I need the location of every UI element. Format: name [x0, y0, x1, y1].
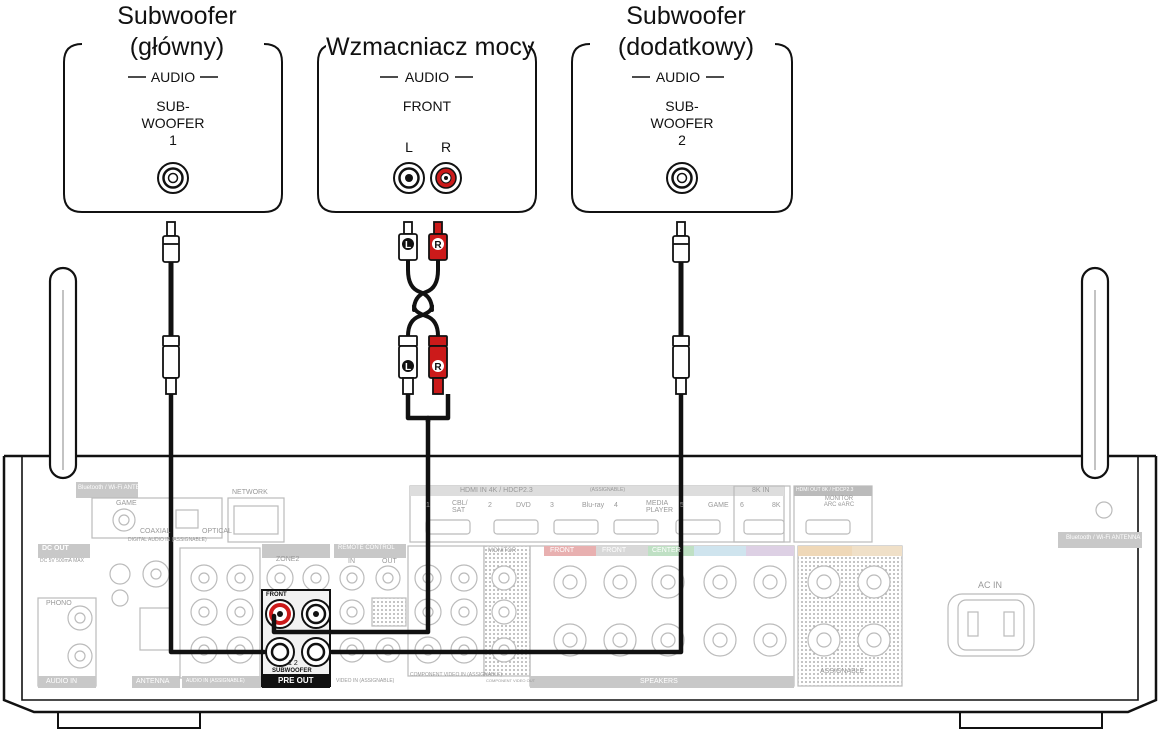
subwoofer-extra-jack-label: SUB- WOOFER 2: [632, 98, 732, 149]
label-optical: OPTICAL: [202, 528, 232, 535]
label-hdmi-4: 4: [614, 502, 618, 509]
sub2-label-line2: WOOFER: [650, 115, 714, 131]
label-hdmi-port-3: Blu-ray: [582, 502, 605, 509]
power-amp-right-jack: [430, 162, 462, 194]
label-hdmi-port-1: CBL/ SAT: [452, 500, 468, 514]
plug-letter-right-bottom: R: [434, 362, 442, 373]
label-component-video-out: COMPONENT VIDEO OUT: [486, 678, 536, 683]
subwoofer-extra-jack: [666, 162, 698, 194]
label-hdmi-out: HDMI OUT 8K / HDCP2.3: [796, 487, 854, 493]
subwoofer-extra-audio-label: AUDIO: [655, 69, 701, 85]
label-hdmi-2: 2: [488, 502, 492, 509]
label-remote-out: OUT: [382, 558, 397, 565]
label-hdmi-6: 6: [740, 502, 744, 509]
label-hdmi-5: 5: [680, 502, 684, 509]
label-monitor: MONITOR: [488, 548, 517, 554]
label-hdmi-in: HDMI IN 4K / HDCP2.3: [460, 487, 533, 494]
subwoofer-extra-title-line2: (dodatkowy): [617, 33, 755, 61]
label-component-video-in: COMPONENT VIDEO IN (ASSIGNABLE): [410, 672, 503, 678]
subwoofer-main-device: [63, 43, 283, 213]
antenna-left: [48, 266, 78, 480]
plug-front-right-top: [428, 221, 448, 261]
subwoofer-extra-title-line1: Subwoofer: [626, 2, 746, 30]
pre-out-subwoofer2-jack: [301, 637, 331, 667]
plug-sub2-bottom: [672, 335, 690, 395]
antenna-right: [1080, 266, 1110, 480]
label-sub-nums: 1 2: [288, 660, 298, 667]
label-dc-out: DC OUT: [42, 545, 69, 552]
power-amp-jack-label: FRONT: [402, 98, 452, 114]
label-remote-in: IN: [348, 558, 355, 565]
label-antenna-right: Bluetooth / Wi-Fi ANTENNA: [1066, 535, 1141, 541]
label-antenna: ANTENNA: [136, 678, 170, 685]
label-spk-center: CENTER: [652, 547, 681, 554]
label-hdmi-3: 3: [550, 502, 554, 509]
plug-letter-right-top: R: [434, 240, 442, 251]
label-pre-out-front: FRONT: [266, 592, 287, 598]
subwoofer-extra-device: [571, 43, 793, 213]
label-pre-out: PRE OUT: [278, 676, 314, 685]
subwoofer-main-audio-label: AUDIO: [150, 69, 196, 85]
subwoofer-main-title-line1: Subwoofer: [117, 2, 237, 30]
cable-subwoofer-1: [168, 259, 267, 655]
label-game: GAME: [116, 500, 137, 507]
plug-letter-left-bottom: L: [404, 362, 412, 373]
label-dc-out-sub: DC 5V 500mA MAX: [40, 558, 84, 564]
subwoofer-main-title: Subwoofer (główny): [103, 1, 251, 63]
subwoofer-extra-title: Subwoofer (dodatkowy): [597, 1, 775, 63]
label-audio-in: AUDIO IN: [46, 678, 78, 685]
label-coaxial: COAXIAL: [140, 528, 171, 535]
subwoofer-main-title-line2: (główny): [129, 33, 225, 61]
label-speakers: SPEAKERS: [640, 678, 678, 685]
plug-front-left-top: [398, 221, 418, 261]
power-amp-left-jack: [393, 162, 425, 194]
sub2-label-line3: 2: [678, 132, 686, 148]
power-amp-audio-label: AUDIO: [404, 69, 450, 85]
label-zone2: ZONE2: [276, 556, 300, 563]
label-subwoofer: SUBWOOFER: [272, 668, 312, 674]
pre-out-front-left-jack: [265, 599, 295, 629]
plug-sub1-top: [162, 221, 180, 263]
label-remote-control: REMOTE CONTROL: [338, 545, 395, 551]
sub1-label-line1: SUB-: [156, 98, 190, 114]
label-8k-in: 8K IN: [752, 487, 770, 494]
label-audio-in-assignable: AUDIO IN (ASSIGNABLE): [186, 678, 245, 684]
label-ac-in: AC IN: [978, 580, 1003, 590]
cable-front-stereo: [271, 258, 440, 635]
label-spk-front: FRONT: [550, 547, 575, 554]
label-8k-port: 8K: [772, 502, 781, 509]
cable-subwoofer-2: [329, 259, 684, 655]
label-network: NETWORK: [232, 489, 268, 496]
label-spk-assignable: ASSIGNABLE: [820, 668, 865, 675]
label-hdmi-assignable: (ASSIGNABLE): [590, 487, 626, 493]
power-amp-left-label: L: [405, 139, 413, 155]
plug-sub2-top: [672, 221, 690, 263]
plug-sub1-bottom: [162, 335, 180, 395]
label-monitor-arc: MONITOR ARC eARC: [823, 496, 855, 508]
label-hdmi-port-2: DVD: [516, 502, 531, 509]
label-hdmi-port-5: GAME: [708, 502, 729, 509]
plug-letter-left-top: L: [404, 240, 412, 251]
power-amp-title: Wzmacniacz mocy: [326, 32, 535, 63]
subwoofer-main-jack: [157, 162, 189, 194]
sub2-label-line1: SUB-: [665, 98, 699, 114]
plug-front-left-bottom: [398, 335, 418, 395]
pre-out-front-right-jack: [301, 599, 331, 629]
power-amp-device: [317, 43, 537, 213]
plug-front-right-bottom: [428, 335, 448, 395]
power-amp-right-label: R: [440, 139, 452, 155]
label-hdmi-port-4: MEDIA PLAYER: [646, 500, 674, 514]
label-video-in: VIDEO IN (ASSIGNABLE): [336, 678, 395, 684]
label-digital-audio: DIGITAL AUDIO IN (ASSIGNABLE): [128, 537, 207, 543]
label-spk-front-l: FRONT: [602, 547, 627, 554]
label-hdmi-1: 1: [426, 502, 430, 509]
sub1-label-line3: 1: [169, 132, 177, 148]
sub1-label-line2: WOOFER: [141, 115, 205, 131]
stereo-plug-bracket: [405, 394, 451, 421]
label-phono: PHONO: [46, 600, 72, 607]
label-antenna-left: Bluetooth / Wi-Fi ANTENNA: [78, 485, 153, 491]
subwoofer-main-jack-label: SUB- WOOFER 1: [123, 98, 223, 149]
